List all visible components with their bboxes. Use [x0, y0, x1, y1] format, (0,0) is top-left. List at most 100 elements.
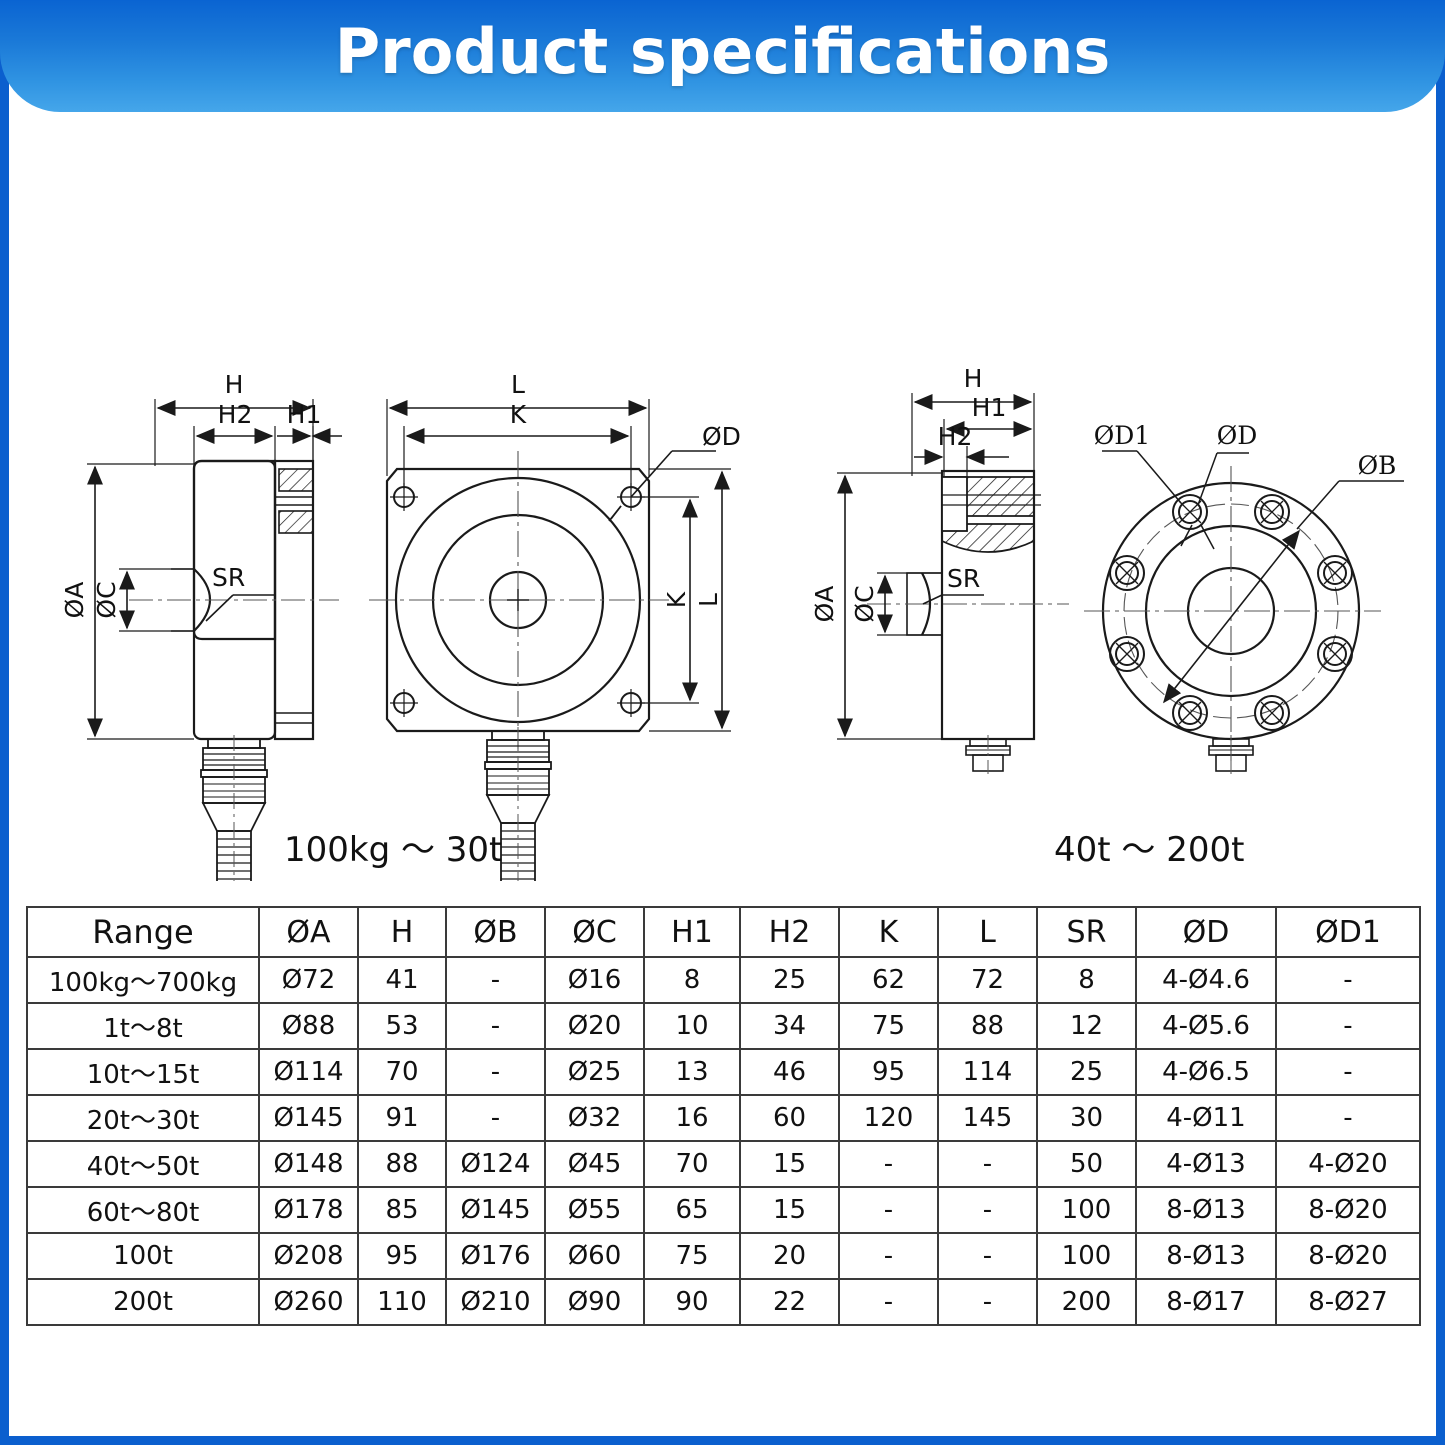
- table-cell: 8-Ø13: [1135, 1186, 1277, 1234]
- table-cell: -: [1275, 1094, 1421, 1142]
- table-cell: 145: [937, 1094, 1038, 1142]
- table-cell: 110: [357, 1278, 447, 1326]
- dim-label-SR-right: SR: [947, 564, 980, 593]
- table-cell-range: 100kg～700kg: [26, 956, 260, 1004]
- dim-label-H: H: [225, 370, 244, 399]
- table-cell: -: [937, 1278, 1038, 1326]
- table-row: 100t Ø208 95 Ø176 Ø60 75 20 - - 100 8-Ø1…: [26, 1232, 1421, 1280]
- table-cell: Ø16: [544, 956, 645, 1004]
- table-cell: Ø45: [544, 1140, 645, 1188]
- table-cell: -: [1275, 1002, 1421, 1050]
- table-cell: 8-Ø17: [1135, 1278, 1277, 1326]
- dim-label-H2: H2: [218, 400, 253, 429]
- left-side-view-dimensions: [87, 399, 342, 740]
- table-cell: Ø88: [258, 1002, 359, 1050]
- dim-label-OC: ØC: [92, 581, 121, 618]
- table-header-cell: H1: [643, 906, 741, 958]
- table-cell: 114: [937, 1048, 1038, 1096]
- table-cell: 22: [739, 1278, 840, 1326]
- table-row: 200t Ø260 110 Ø210 Ø90 90 22 - - 200 8-Ø…: [26, 1278, 1421, 1326]
- table-cell: Ø20: [544, 1002, 645, 1050]
- table-cell: -: [445, 1002, 546, 1050]
- table-header-cell: ØD: [1135, 906, 1277, 958]
- table-cell: 75: [643, 1232, 741, 1280]
- table-cell: 16: [643, 1094, 741, 1142]
- table-cell: 120: [838, 1094, 939, 1142]
- table-cell-range: 60t～80t: [26, 1186, 260, 1234]
- table-cell: 12: [1036, 1002, 1137, 1050]
- table-cell: -: [838, 1186, 939, 1234]
- table-cell: 50: [1036, 1140, 1137, 1188]
- table-cell: 75: [838, 1002, 939, 1050]
- table-header-cell: H: [357, 906, 447, 958]
- table-header-cell: Range: [26, 906, 260, 958]
- table-cell: -: [838, 1232, 939, 1280]
- caption-right-group: 40t ～ 200t: [1054, 830, 1245, 870]
- table-cell: 4-Ø4.6: [1135, 956, 1277, 1004]
- table-body: 100kg～700kg Ø72 41 - Ø16 8 25 62 72 8 4-…: [26, 956, 1421, 1326]
- table-cell: 15: [739, 1140, 840, 1188]
- dim-label-L-top: L: [511, 370, 525, 399]
- left-front-view-labels: L K ØD K L: [510, 370, 741, 608]
- table-row: 40t～50t Ø148 88 Ø124 Ø45 70 15 - - 50 4-…: [26, 1140, 1421, 1188]
- dim-label-K-top: K: [510, 400, 527, 429]
- table-cell: -: [1275, 956, 1421, 1004]
- table-cell: 4-Ø11: [1135, 1094, 1277, 1142]
- right-side-view-dimensions: [837, 393, 1035, 740]
- table-cell: 85: [357, 1186, 447, 1234]
- dim-label-OD1: ØD1: [1094, 421, 1150, 450]
- table-header-cell: ØA: [258, 906, 359, 958]
- table-cell-range: 20t～30t: [26, 1094, 260, 1142]
- table-cell: -: [937, 1232, 1038, 1280]
- table-header-cell: ØD1: [1275, 906, 1421, 958]
- table-cell: 20: [739, 1232, 840, 1280]
- table-cell: 25: [739, 956, 840, 1004]
- table-cell: Ø145: [445, 1186, 546, 1234]
- technical-drawings-area: H H2 H1 ØA ØC SR: [9, 121, 1436, 881]
- table-cell: 4-Ø20: [1275, 1140, 1421, 1188]
- table-cell: 8-Ø13: [1135, 1232, 1277, 1280]
- right-side-view-labels: H H1 H2 ØA ØC SR: [810, 364, 1006, 623]
- table-cell: 25: [1036, 1048, 1137, 1096]
- caption-left-group: 100kg ～ 30t: [284, 830, 503, 870]
- table-cell: 8-Ø27: [1275, 1278, 1421, 1326]
- right-flange-view-labels: ØD1 ØD ØB: [1094, 421, 1397, 480]
- right-flange-view: [1084, 450, 1404, 776]
- table-cell: 4-Ø13: [1135, 1140, 1277, 1188]
- table-cell: 70: [357, 1048, 447, 1096]
- table-cell: Ø32: [544, 1094, 645, 1142]
- table-cell: 200: [1036, 1278, 1137, 1326]
- spec-table-container: Range ØA H ØB ØC H1 H2 K L SR ØD ØD1 100…: [26, 906, 1421, 1326]
- table-row: 100kg～700kg Ø72 41 - Ø16 8 25 62 72 8 4-…: [26, 956, 1421, 1004]
- table-cell: 8-Ø20: [1275, 1186, 1421, 1234]
- dim-label-H1: H1: [287, 400, 322, 429]
- table-cell: 41: [357, 956, 447, 1004]
- table-cell: 46: [739, 1048, 840, 1096]
- page-title: Product specifications: [334, 15, 1111, 88]
- table-cell: -: [937, 1140, 1038, 1188]
- table-cell: Ø114: [258, 1048, 359, 1096]
- table-cell: -: [838, 1278, 939, 1326]
- table-header-cell: ØC: [544, 906, 645, 958]
- left-front-view-dimensions: [386, 399, 731, 732]
- table-cell: 4-Ø6.5: [1135, 1048, 1277, 1096]
- table-cell: 34: [739, 1002, 840, 1050]
- table-cell: 65: [643, 1186, 741, 1234]
- left-side-view-labels: H H2 H1 ØA ØC SR: [60, 370, 321, 619]
- dim-label-OD: ØD: [702, 422, 741, 451]
- dim-label-OA-right: ØA: [810, 586, 839, 623]
- table-header-row: Range ØA H ØB ØC H1 H2 K L SR ØD ØD1: [26, 906, 1421, 958]
- dim-label-SR: SR: [212, 563, 245, 592]
- table-cell: 30: [1036, 1094, 1137, 1142]
- table-cell-range: 1t～8t: [26, 1002, 260, 1050]
- table-cell: 60: [739, 1094, 840, 1142]
- table-cell: Ø55: [544, 1186, 645, 1234]
- dim-label-H-right: H: [964, 364, 983, 393]
- table-cell: 90: [643, 1278, 741, 1326]
- table-cell: 4-Ø5.6: [1135, 1002, 1277, 1050]
- table-cell: 100: [1036, 1186, 1137, 1234]
- table-cell: -: [838, 1140, 939, 1188]
- table-row: 20t～30t Ø145 91 - Ø32 16 60 120 145 30 4…: [26, 1094, 1421, 1142]
- table-cell: Ø208: [258, 1232, 359, 1280]
- table-header-cell: K: [838, 906, 939, 958]
